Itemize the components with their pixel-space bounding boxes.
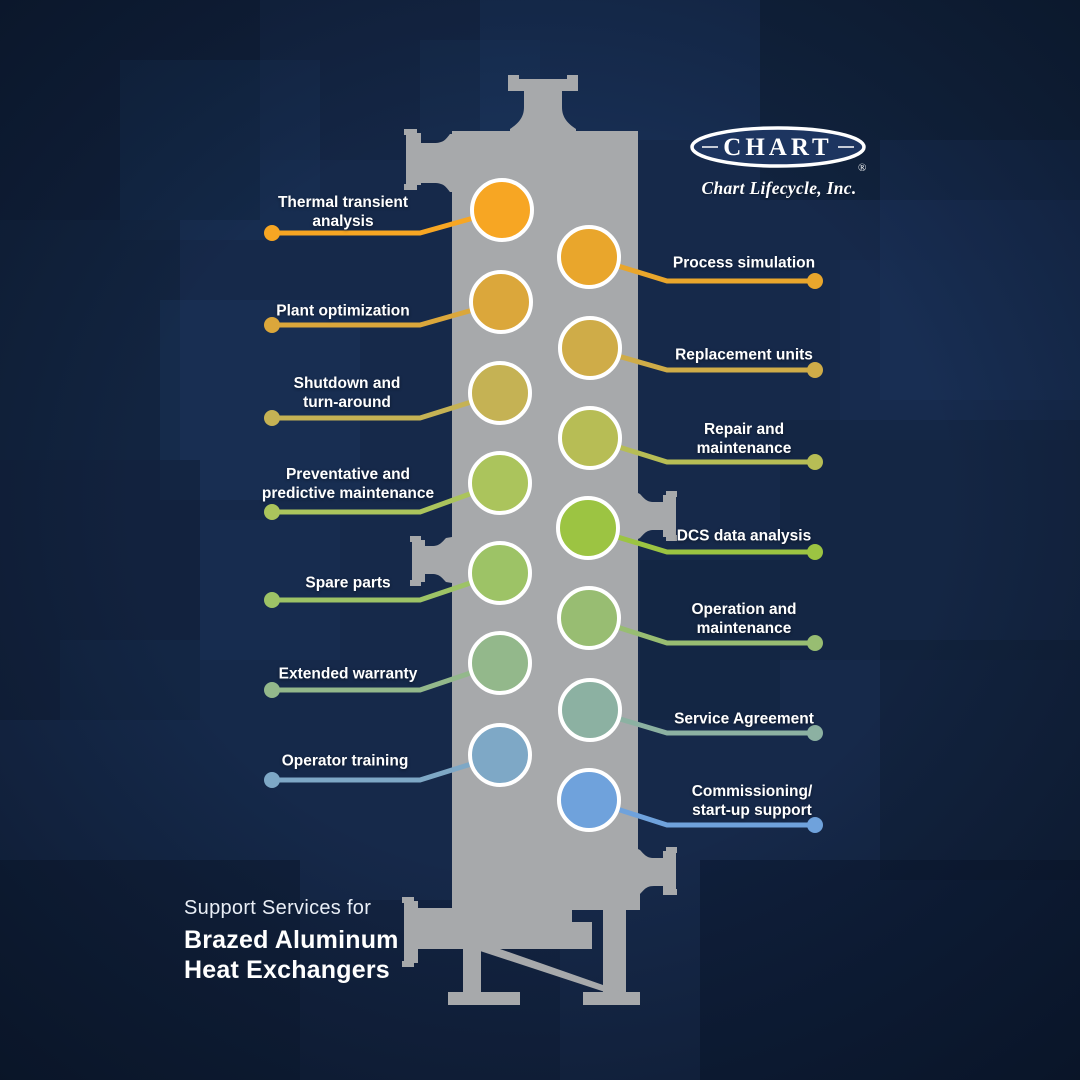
service-label: Thermal transient analysis <box>277 193 409 230</box>
service-circle <box>468 541 532 605</box>
connector-dot <box>264 772 280 788</box>
service-label: Operation and maintenance <box>691 600 797 637</box>
footer-title: Support Services for Brazed Aluminum Hea… <box>184 897 399 985</box>
chart-logo-text: CHART <box>723 134 832 161</box>
service-circle <box>469 270 533 334</box>
registered-trademark-icon: ® <box>858 162 867 174</box>
chart-lifecycle-subtitle: Chart Lifecycle, Inc. <box>701 178 857 198</box>
service-label: Shutdown and turn-around <box>293 374 401 411</box>
service-label: Spare parts <box>305 574 391 592</box>
connector-dot <box>807 725 823 741</box>
footer-title-kicker: Support Services for <box>184 897 372 919</box>
service-circle <box>558 678 622 742</box>
service-circle <box>556 496 620 560</box>
connector-dot <box>264 410 280 426</box>
service-circle <box>557 768 621 832</box>
service-label: Process simulation <box>672 254 816 272</box>
service-label: Preventative and predictive maintenance <box>261 465 435 502</box>
service-label: Extended warranty <box>278 665 418 683</box>
service-circle <box>468 451 532 515</box>
service-circle <box>468 631 532 695</box>
service-label: Replacement units <box>675 346 813 364</box>
connector-dot <box>264 317 280 333</box>
connector-dot <box>264 592 280 608</box>
connector-dot <box>807 635 823 651</box>
service-label: Operator training <box>281 752 409 770</box>
connector-dot <box>264 225 280 241</box>
connector-dot <box>807 544 823 560</box>
service-circle <box>468 723 532 787</box>
connector-dot <box>807 273 823 289</box>
connector-dot <box>807 817 823 833</box>
service-circle <box>468 361 532 425</box>
connector-dot <box>264 504 280 520</box>
footer-title-line2: Brazed Aluminum <box>184 926 399 954</box>
footer-title-line3: Heat Exchangers <box>184 956 390 984</box>
connector-dot <box>807 454 823 470</box>
service-circle <box>470 178 534 242</box>
service-label: DCS data analysis <box>676 527 812 545</box>
service-label: Service Agreement <box>674 710 814 728</box>
service-label: Plant optimization <box>276 302 410 320</box>
service-label: Repair and maintenance <box>696 420 792 457</box>
chart-logo-oval: CHART <box>690 126 866 168</box>
service-label: Commissioning/ start-up support <box>691 782 813 819</box>
connector-dot <box>264 682 280 698</box>
chart-logo: CHART ® Chart Lifecycle, Inc. <box>688 126 870 199</box>
service-circle <box>557 586 621 650</box>
connector-dot <box>807 362 823 378</box>
service-circle <box>558 406 622 470</box>
service-circle <box>557 225 621 289</box>
service-circle <box>558 316 622 380</box>
